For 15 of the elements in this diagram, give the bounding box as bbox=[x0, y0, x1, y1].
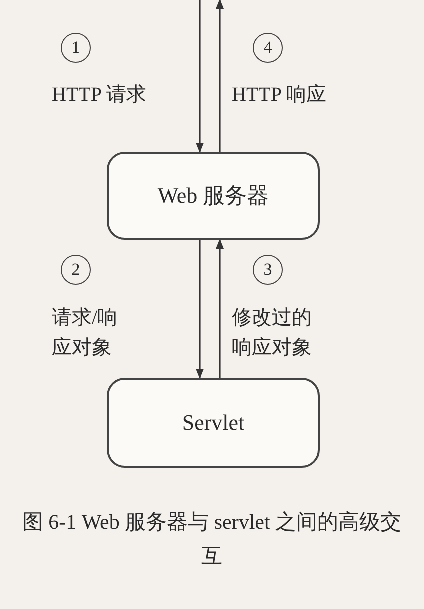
process-box: Servlet bbox=[107, 378, 320, 468]
figure-caption: 图 6-1 Web 服务器与 servlet 之间的高级交互 bbox=[21, 509, 403, 570]
edge-label: HTTP 响应 bbox=[232, 83, 328, 108]
callout-number: 4 bbox=[253, 33, 283, 63]
edge-label: 请求/响应对象 bbox=[52, 306, 119, 361]
arrow bbox=[216, 0, 224, 152]
edge-label: 修改过的响应对象 bbox=[232, 306, 313, 361]
edge-label: HTTP 请求 bbox=[52, 83, 148, 108]
callout-number: 3 bbox=[253, 255, 283, 285]
process-box: Web 服务器 bbox=[107, 152, 320, 240]
callout-number: 1 bbox=[61, 33, 91, 63]
arrow bbox=[196, 240, 204, 379]
arrow bbox=[196, 0, 204, 153]
arrow bbox=[216, 239, 224, 378]
callout-number: 2 bbox=[61, 255, 91, 285]
